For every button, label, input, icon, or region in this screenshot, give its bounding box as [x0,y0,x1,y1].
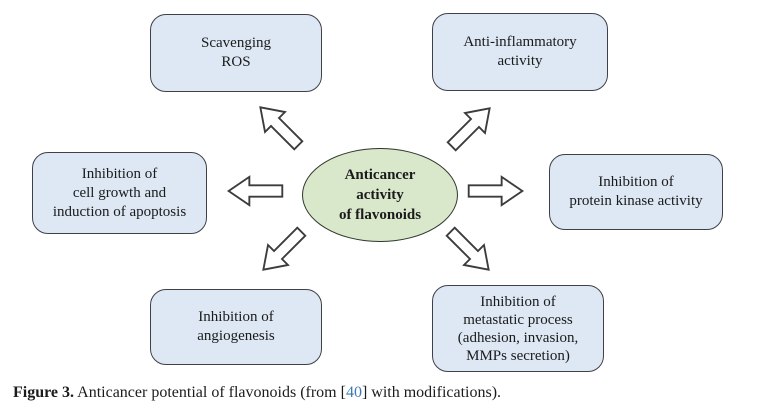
node-cell-growth-apoptosis: Inhibition of cell growth and induction … [32,152,207,234]
figure-caption-number: Figure 3. [13,384,75,401]
arrow-up-left-icon [259,106,304,151]
node-center-anticancer-activity: Anticancer activity of flavonoids [302,148,458,242]
node-anti-inflammatory-label: Anti-inflammatory activity [463,34,577,69]
node-metastatic-process: Inhibition of metastatic process (adhesi… [432,285,604,372]
node-anti-inflammatory: Anti-inflammatory activity [432,13,608,91]
citation-ref-40[interactable]: 40 [345,384,362,401]
node-protein-kinase: Inhibition of protein kinase activity [549,154,723,230]
node-scavenging-ros-label: Scavenging ROS [201,35,271,70]
arrow-left-icon [226,175,284,207]
node-metastatic-process-label: Inhibition of metastatic process (adhesi… [457,293,579,364]
node-cell-growth-apoptosis-label: Inhibition of cell growth and induction … [52,165,187,220]
arrow-up-right-icon [446,107,491,152]
node-angiogenesis-label: Inhibition of angiogenesis [197,309,275,344]
figure-caption-text-after-ref: ] with modifications). [361,384,502,401]
arrow-right-icon [467,175,525,207]
node-scavenging-ros: Scavenging ROS [150,14,322,92]
figure-caption: Figure 3. Anticancer potential of flavon… [13,383,773,403]
arrow-down-left-icon [262,226,307,271]
node-angiogenesis: Inhibition of angiogenesis [150,289,322,365]
node-center-label: Anticancer activity of flavonoids [338,167,422,223]
node-protein-kinase-label: Inhibition of protein kinase activity [569,174,703,209]
figure-caption-text-before-ref: Anticancer potential of flavonoids (from… [74,384,346,401]
arrow-down-right-icon [445,226,490,271]
